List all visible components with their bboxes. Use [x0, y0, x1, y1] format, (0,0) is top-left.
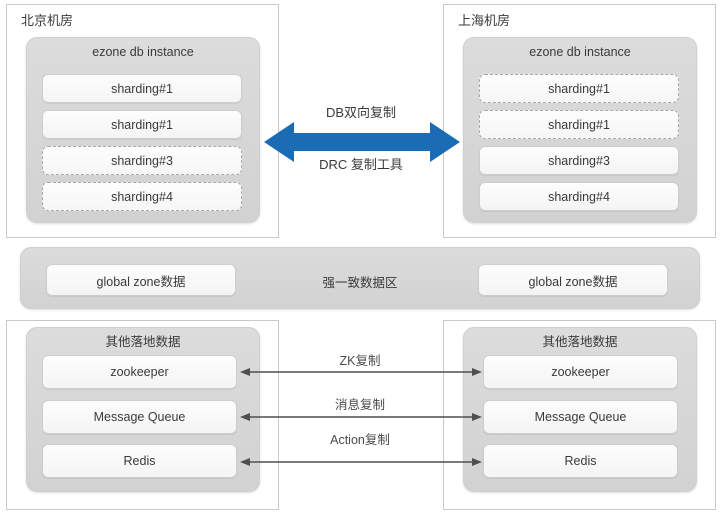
zk-replication-arrow-icon — [240, 365, 482, 377]
sharding-box[interactable]: sharding#1 — [479, 74, 679, 103]
sharding-label: sharding#4 — [111, 189, 173, 204]
service-box-message-queue-left[interactable]: Message Queue — [42, 400, 237, 434]
sharding-box[interactable]: sharding#1 — [42, 74, 242, 103]
service-label: Redis — [123, 454, 156, 468]
action-replication-label: Action复制 — [330, 433, 390, 447]
db-bidirectional-arrow-icon — [264, 120, 460, 164]
sharding-label: sharding#1 — [111, 81, 173, 96]
zk-replication-label: ZK复制 — [339, 354, 381, 368]
sharding-box[interactable]: sharding#4 — [42, 182, 242, 211]
service-box-zookeeper-left[interactable]: zookeeper — [42, 355, 237, 389]
service-box-redis-right[interactable]: Redis — [483, 444, 678, 478]
service-box-redis-left[interactable]: Redis — [42, 444, 237, 478]
sharding-label: sharding#3 — [548, 153, 610, 168]
global-zone-label: global zone数据 — [96, 274, 186, 289]
strong-consistency-label: 强一致数据区 — [322, 276, 398, 290]
db-instance-title-beijing: ezone db instance — [92, 45, 194, 59]
sharding-label: sharding#1 — [111, 117, 173, 132]
action-replication-arrow-icon — [240, 455, 482, 467]
service-label: Redis — [564, 454, 597, 468]
service-label: zookeeper — [551, 365, 610, 379]
sharding-box[interactable]: sharding#3 — [479, 146, 679, 175]
sharding-label: sharding#4 — [548, 189, 610, 204]
message-replication-arrow-icon — [240, 410, 482, 422]
other-data-title-right: 其他落地数据 — [542, 335, 618, 349]
sharding-label: sharding#1 — [548, 117, 610, 132]
sharding-label: sharding#1 — [548, 81, 610, 96]
message-replication-label: 消息复制 — [334, 398, 385, 412]
service-box-message-queue-right[interactable]: Message Queue — [483, 400, 678, 434]
global-zone-box-right[interactable]: global zone数据 — [478, 264, 668, 296]
sharding-box[interactable]: sharding#1 — [479, 110, 679, 139]
global-zone-label: global zone数据 — [528, 274, 618, 289]
sharding-box[interactable]: sharding#3 — [42, 146, 242, 175]
datacenter-title-shanghai: 上海机房 — [458, 13, 511, 28]
datacenter-title-beijing: 北京机房 — [21, 13, 74, 28]
sharding-box[interactable]: sharding#1 — [42, 110, 242, 139]
other-data-title-left: 其他落地数据 — [105, 335, 181, 349]
service-label: Message Queue — [534, 410, 627, 424]
service-label: zookeeper — [110, 365, 169, 379]
db-instance-title-shanghai: ezone db instance — [529, 45, 631, 59]
db-replication-label-top: DB双向复制 — [325, 105, 397, 120]
sharding-label: sharding#3 — [111, 153, 173, 168]
drc-tool-label-bottom: DRC 复制工具 — [319, 157, 403, 172]
global-zone-box-left[interactable]: global zone数据 — [46, 264, 236, 296]
service-box-zookeeper-right[interactable]: zookeeper — [483, 355, 678, 389]
service-label: Message Queue — [93, 410, 186, 424]
sharding-box[interactable]: sharding#4 — [479, 182, 679, 211]
